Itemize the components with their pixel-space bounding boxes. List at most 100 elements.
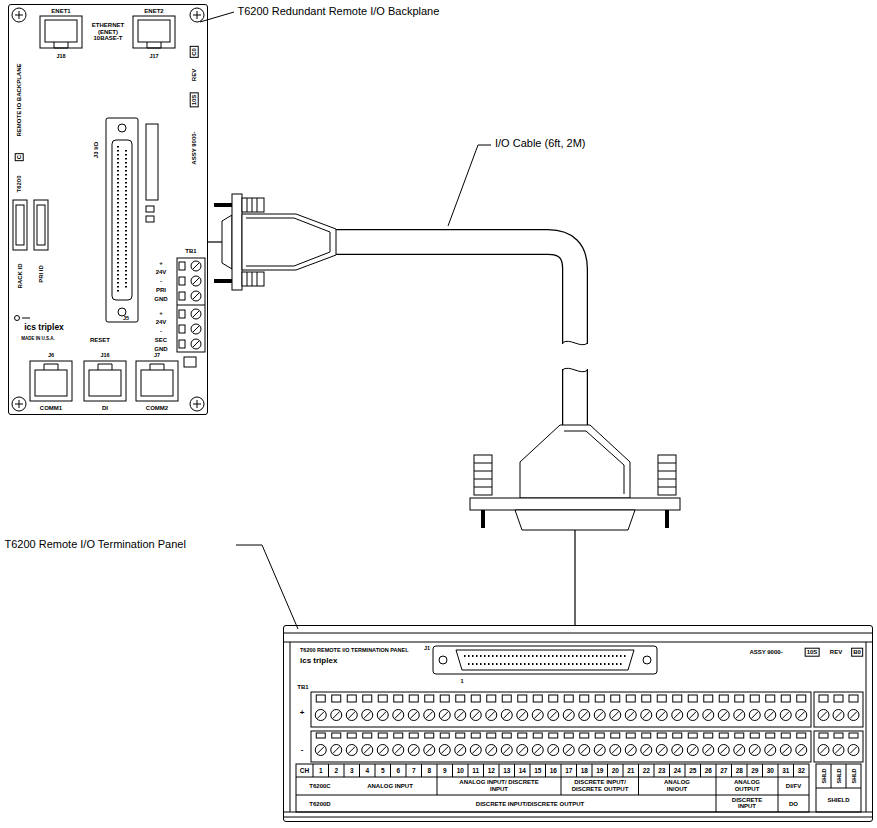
table-cell: ANALOG INPUT/ DISCRETE INPUT (459, 779, 539, 792)
part-label: TB1 (297, 684, 308, 691)
leader-line (236, 545, 298, 629)
channel-number: 10 (457, 767, 464, 774)
part-label: GND (154, 296, 167, 303)
part-label: - (160, 278, 162, 285)
channel-number: 31 (782, 767, 789, 774)
part-label: CH (300, 767, 309, 774)
channel-number: 8 (427, 767, 431, 774)
part-label: REV (830, 649, 842, 656)
channel-number: 17 (565, 767, 572, 774)
part-label: 24V (156, 269, 167, 276)
part-label: + (159, 310, 163, 317)
channel-number: 24 (674, 767, 681, 774)
table-cell: T6200D (309, 800, 330, 807)
io-cable (208, 242, 575, 625)
dsub-connector (433, 646, 657, 674)
led (146, 216, 154, 222)
channel-number: 3 (350, 767, 354, 774)
table-cell: DISCRETE INPUT/ DISCRETE OUTPUT (562, 779, 638, 792)
table-cell: SHIELD (827, 797, 849, 804)
channel-number: 16 (550, 767, 557, 774)
part-label: REMOTE IO BACKPLANE (16, 63, 23, 136)
part-label: - (301, 746, 304, 755)
part-label: SHLD (820, 769, 826, 784)
part-label: C (15, 153, 24, 161)
part-label: J1 (424, 645, 430, 651)
part-label: TB1 (185, 248, 196, 255)
part-label: PRI (156, 287, 166, 294)
panel-rail (283, 633, 873, 817)
channel-number: 25 (689, 767, 696, 774)
dip-switch (13, 200, 48, 250)
part-label: SHLD (835, 769, 841, 784)
part-label: ASSY 9000- (191, 131, 198, 164)
part-label: ics triplex (24, 323, 64, 332)
part-label: 24V (156, 319, 167, 326)
channel-table (296, 764, 861, 812)
part-label: GND (154, 346, 167, 353)
part-label: J6 (48, 352, 54, 358)
channel-number: 18 (581, 767, 588, 774)
part-label: J7 (154, 352, 160, 358)
mounting-screw (12, 8, 204, 411)
channel-number: 7 (412, 767, 416, 774)
leader-line (448, 145, 491, 226)
part-label: + (300, 709, 305, 718)
part-label: ETHERNET (ENET) 10BASE-T (86, 22, 130, 42)
callout-title: T6200 Redundant Remote I/O Backplane (238, 5, 440, 18)
terminal-block (311, 692, 863, 762)
part-label: ics triplex (300, 657, 337, 666)
part-label: RACK ID (17, 264, 24, 289)
label-strip (146, 124, 158, 200)
table-cell: ANALOG IN/OUT (659, 779, 695, 792)
table-cell: T6200C (309, 783, 330, 790)
channel-number: 26 (705, 767, 712, 774)
channel-number: 20 (612, 767, 619, 774)
part-label: MADE IN U.S.A. (21, 337, 55, 342)
part-label: J5 (123, 315, 129, 321)
part-label: 1 (460, 678, 463, 684)
led (146, 206, 154, 212)
channel-number: 12 (488, 767, 495, 774)
table-cell: ANALOG OUTPUT (727, 779, 767, 792)
channel-number: 1 (319, 767, 323, 774)
part-label: COMM1 (40, 405, 62, 412)
channel-number: 32 (798, 767, 805, 774)
terminal-block (177, 258, 205, 352)
part-label: + (159, 260, 163, 267)
part-label: J18 (56, 53, 65, 59)
logo-mark (15, 316, 31, 321)
cable-plug (470, 425, 680, 530)
channel-number: 27 (720, 767, 727, 774)
part-label: RESET (90, 337, 110, 344)
channel-number: 2 (334, 767, 338, 774)
channel-number: 22 (643, 767, 650, 774)
channel-number: 14 (519, 767, 526, 774)
callout-title: T6200 Remote I/O Termination Panel (5, 538, 186, 551)
part-label: REV (191, 69, 198, 81)
channel-number: 4 (365, 767, 369, 774)
rj45-jack (30, 16, 178, 401)
part-label: PRI ID (38, 265, 45, 283)
channel-number: 15 (534, 767, 541, 774)
part-label: 10S (805, 648, 820, 657)
reset-switch (184, 357, 196, 367)
part-label: T6200 (16, 175, 23, 192)
channel-number: 13 (503, 767, 510, 774)
part-label: ENET1 (51, 8, 70, 15)
part-label: SEC (155, 337, 167, 344)
channel-number: 29 (751, 767, 758, 774)
cable-plug (214, 194, 336, 290)
table-cell: DI/FV (786, 783, 801, 790)
channel-number: 5 (381, 767, 385, 774)
leader-line (200, 12, 234, 22)
part-label: J3 I/O (93, 142, 100, 158)
channel-number: 30 (767, 767, 774, 774)
part-label: B0 (851, 648, 863, 657)
dsub-connector (106, 118, 138, 322)
part-label: SHLD (850, 769, 856, 784)
